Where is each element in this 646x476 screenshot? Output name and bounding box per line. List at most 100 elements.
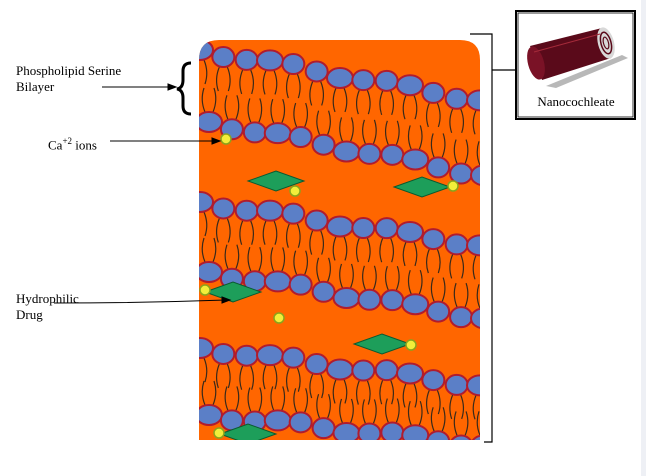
lipid-tail (476, 284, 480, 309)
lipid-tail (304, 102, 309, 128)
lipid-tail (453, 411, 458, 436)
lipid-tail (262, 70, 267, 95)
ca-superscript: +2 (62, 136, 73, 146)
hydrophilic-drug-label: Hydrophilic Drug (16, 291, 79, 323)
lipid-head (263, 270, 292, 293)
lipid-tail (418, 270, 423, 295)
lipid-tail (309, 373, 314, 399)
lipid-tail (372, 399, 377, 424)
lipid-head (470, 434, 480, 440)
lipid-tail (384, 265, 389, 291)
lipid-tail (296, 73, 301, 99)
lipid-tail (203, 357, 208, 383)
calcium-ion (199, 284, 211, 296)
lipid-head (351, 359, 376, 382)
lipid-tail (453, 139, 458, 164)
lipid-tail (402, 241, 407, 267)
lipid-head (449, 434, 474, 440)
calcium-ion (220, 133, 232, 145)
lipid-tail (281, 386, 286, 411)
lipid-tail (449, 254, 454, 279)
lipid-tail (235, 244, 240, 269)
lipid-head (396, 74, 424, 97)
lipid-tail (460, 394, 465, 420)
lipid-head (234, 199, 259, 222)
lipid-head (374, 359, 399, 382)
nanocochleate-label: Nanocochleate (537, 94, 615, 109)
lipid-tail (418, 401, 423, 426)
calcium-ion (447, 180, 459, 192)
lipid-head (304, 353, 329, 376)
lipid-tail (349, 398, 354, 424)
lipid-head (444, 87, 469, 110)
lipid-tail (224, 386, 229, 411)
lipid-tail (488, 411, 491, 435)
lipid-tail (453, 282, 458, 308)
lipid-head (466, 89, 480, 112)
lipid-head (234, 344, 259, 367)
lipid-tail (247, 387, 252, 412)
lipid-head (256, 49, 284, 72)
lipid-tail (239, 69, 244, 95)
lipid-tail (407, 401, 412, 426)
curly-brace (176, 61, 192, 116)
lipid-tail (285, 223, 290, 248)
lipid-tail (281, 98, 286, 124)
lipid-tail (327, 393, 331, 419)
lipid-tail (201, 237, 206, 263)
lipid-tail (239, 365, 244, 390)
lipid-head (444, 373, 469, 396)
lipid-tail (441, 407, 446, 432)
lipid-tail (235, 386, 240, 411)
lipid-tail (362, 399, 366, 424)
lipid-tail (484, 395, 487, 419)
lipid-head (326, 66, 354, 89)
lipid-tail (215, 218, 220, 243)
lipid-head (396, 220, 424, 243)
calcium-ions (199, 133, 459, 439)
lipid-head (304, 60, 329, 83)
lipid-head (374, 69, 399, 92)
lipid-head (426, 300, 451, 323)
lipid-tail (250, 220, 255, 245)
lipid-tail (332, 379, 337, 404)
lipid-tail (425, 248, 430, 274)
lipid-tail (418, 125, 423, 150)
lipid-tail (460, 108, 465, 133)
lipid-tail (436, 389, 441, 415)
lipid-tail (349, 263, 354, 289)
lipid-tail (273, 70, 278, 95)
lipid-tail (343, 87, 348, 113)
lipid-tail (281, 247, 286, 272)
lipid-tail (362, 119, 366, 145)
lipid-tail (384, 398, 389, 423)
lipid-tail (355, 89, 360, 115)
lipid-tail (430, 133, 435, 158)
lipid-head (332, 421, 361, 440)
calcium-ion (289, 185, 301, 197)
lipid-tail (441, 277, 446, 302)
lipid-head (374, 217, 399, 240)
lipid-tail (379, 90, 384, 116)
lipid-head (311, 417, 336, 440)
lipid-tail (425, 389, 430, 415)
lipid-head (199, 261, 223, 283)
lipid-tail (390, 379, 395, 405)
lipid-tail (270, 386, 275, 411)
lipid-tail (339, 263, 344, 289)
lipid-tail (258, 98, 263, 123)
ca-prefix: Ca (48, 137, 63, 153)
lipid-head (357, 422, 382, 440)
lipid-tail (484, 110, 487, 134)
calcium-ion (213, 427, 225, 439)
lipid-head (426, 430, 451, 440)
lipid-tail (384, 120, 389, 146)
lipid-tail (464, 411, 469, 436)
lipid-tail (258, 387, 263, 412)
lipid-head (256, 199, 284, 222)
lipid-tail (327, 110, 331, 135)
ca-suffix: ions (72, 137, 97, 153)
drug-label-line1: Hydrophilic (16, 291, 79, 306)
lipid-head (401, 148, 430, 171)
lipid-head (281, 346, 306, 369)
